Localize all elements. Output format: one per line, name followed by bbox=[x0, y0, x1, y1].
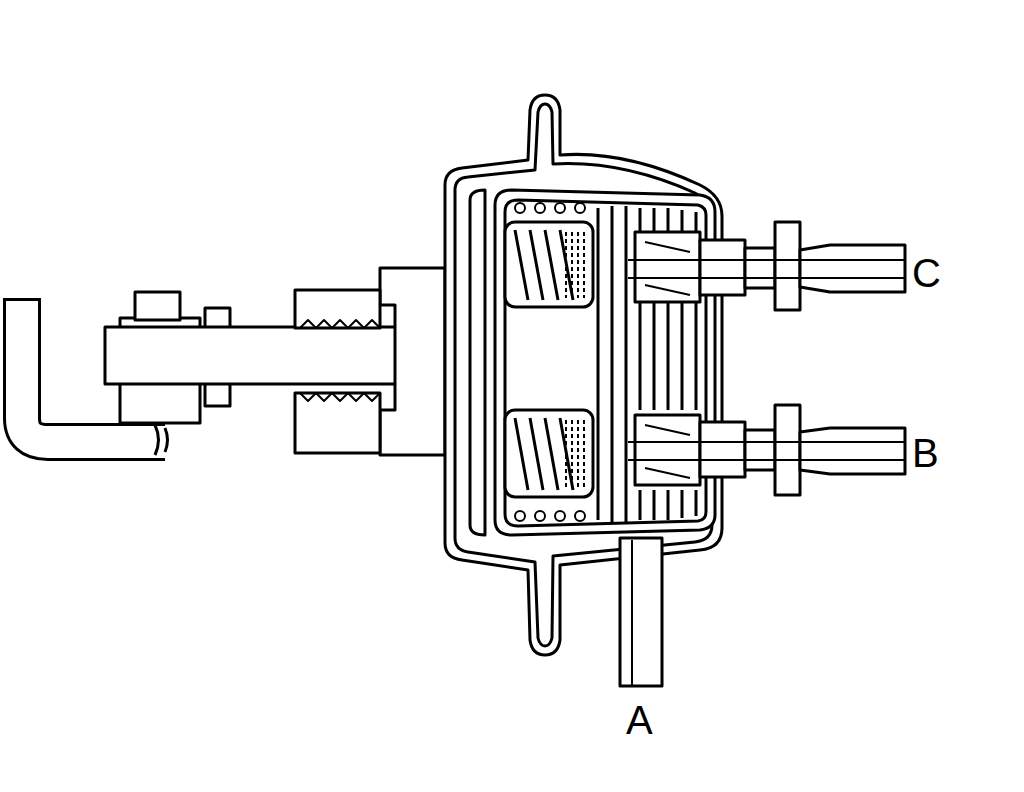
spring-bottom bbox=[505, 410, 593, 497]
spring-top bbox=[505, 222, 593, 307]
inner-cup bbox=[495, 190, 715, 535]
port-label: B bbox=[912, 433, 939, 473]
inner-cup-line bbox=[505, 200, 706, 526]
port-b-fitting bbox=[628, 405, 905, 495]
bushing bbox=[380, 268, 445, 455]
port-c-fitting bbox=[628, 222, 905, 310]
port-a-tube bbox=[620, 538, 662, 686]
thread bbox=[300, 320, 380, 401]
hook-crimp bbox=[155, 425, 168, 455]
rod-end-nut bbox=[135, 292, 180, 320]
diaphragm-plate bbox=[470, 190, 485, 535]
port-label: C bbox=[912, 253, 941, 293]
mount-nut-bottom bbox=[295, 393, 380, 453]
housing-shell bbox=[445, 95, 722, 655]
port-label: A bbox=[626, 700, 653, 740]
